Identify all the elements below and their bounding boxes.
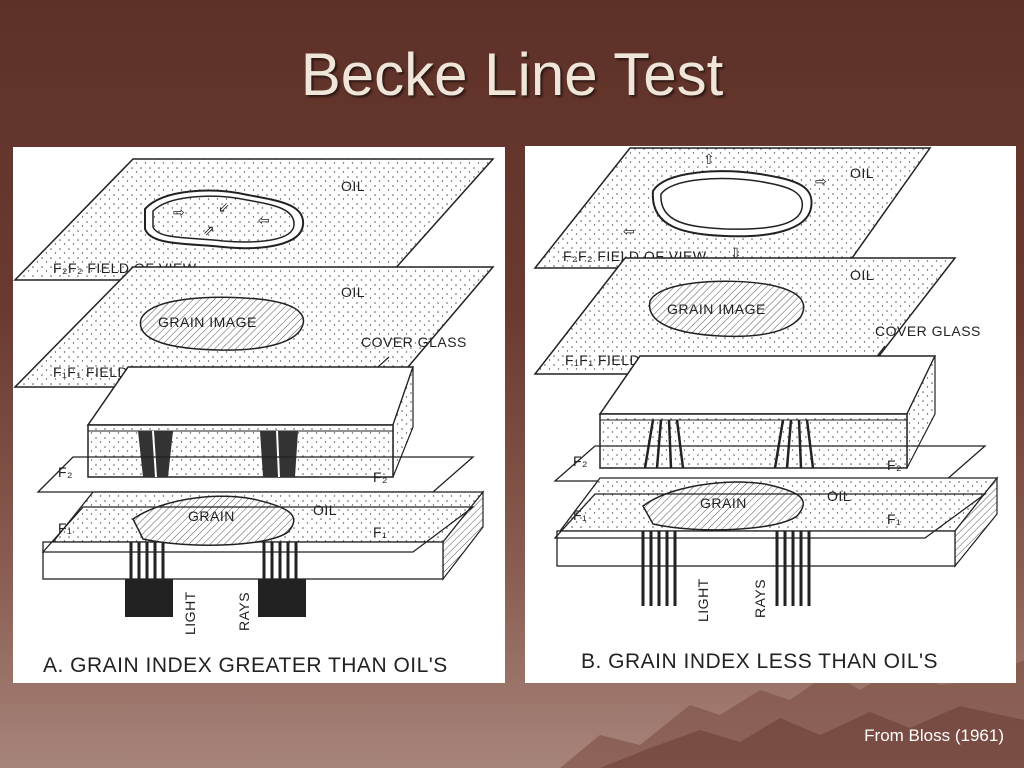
cover-glass-top <box>598 355 937 415</box>
label-rays: RAYS <box>236 592 252 631</box>
label-f1-left: F₁ <box>58 520 72 536</box>
arrow-outward-2: ⇨ <box>815 173 827 189</box>
caption-b: B. GRAIN INDEX LESS THAN OIL'S <box>581 650 938 673</box>
label-light: LIGHT <box>182 591 198 635</box>
label-oil-top: OIL <box>341 178 365 194</box>
label-grain-image: GRAIN IMAGE <box>158 314 257 330</box>
oil-layer-block <box>599 413 908 469</box>
f1-plane <box>553 493 987 539</box>
light-rays-upper <box>643 419 815 469</box>
oil-layer-block <box>87 424 394 478</box>
label-oil-top: OIL <box>850 165 874 181</box>
arrow-inward-3: ⇦ <box>258 212 270 228</box>
label-cover-glass: COVER GLASS <box>875 323 981 339</box>
label-light: LIGHT <box>695 578 711 622</box>
grain-image-shape <box>139 296 305 351</box>
label-f1-right: F₁ <box>373 524 387 540</box>
light-rays-lower <box>125 542 306 617</box>
slide-front <box>556 530 956 567</box>
slide-front <box>42 541 444 580</box>
arrow-outward-4: ⇩ <box>730 245 742 261</box>
diagram-a-drawing: ⇨ ⇙ ⇦ ⇗ OIL F₂F₂ FIELD OF VIEW GRAIN IMA… <box>13 158 495 677</box>
diagram-panel-b: ⇧ ⇨ ⇦ ⇩ OIL F₂F₂ FIELD OF VIEW GRAIN IMA… <box>525 146 1016 683</box>
caption-a: A. GRAIN INDEX GREATER THAN OIL'S <box>43 654 448 677</box>
label-f2-left: F₂ <box>573 453 588 469</box>
label-oil-slide: OIL <box>827 488 851 504</box>
label-f2-right: F₂ <box>887 457 902 473</box>
label-f2-right: F₂ <box>373 469 388 485</box>
label-f1-right: F₁ <box>887 511 901 527</box>
label-f1-left: F₁ <box>573 507 587 523</box>
diagram-b-drawing: ⇧ ⇨ ⇦ ⇩ OIL F₂F₂ FIELD OF VIEW GRAIN IMA… <box>533 147 999 673</box>
label-grain: GRAIN <box>700 495 747 511</box>
source-credit: From Bloss (1961) <box>864 726 1004 745</box>
arrow-outward-3: ⇦ <box>623 223 635 239</box>
arrow-inward-2: ⇙ <box>218 199 230 215</box>
label-rays: RAYS <box>752 579 768 618</box>
diagram-panel-a: ⇨ ⇙ ⇦ ⇗ OIL F₂F₂ FIELD OF VIEW GRAIN IMA… <box>13 147 505 683</box>
f1-plane <box>41 506 475 553</box>
label-grain-image: GRAIN IMAGE <box>667 301 766 317</box>
label-oil-mid: OIL <box>341 284 365 300</box>
label-f2-left: F₂ <box>58 464 73 480</box>
light-rays-lower <box>641 531 811 606</box>
label-oil-slide: OIL <box>313 502 337 518</box>
label-cover-glass: COVER GLASS <box>361 334 467 350</box>
cover-glass-top <box>86 366 415 426</box>
grain-shape <box>132 495 295 546</box>
slide-title: Becke Line Test <box>300 41 724 108</box>
arrow-inward-4: ⇗ <box>203 222 215 238</box>
arrow-inward-1: ⇨ <box>173 204 185 220</box>
grain-image-shape <box>648 280 805 338</box>
arrow-outward-1: ⇧ <box>703 151 715 167</box>
label-grain: GRAIN <box>188 508 235 524</box>
label-oil-mid: OIL <box>850 267 874 283</box>
